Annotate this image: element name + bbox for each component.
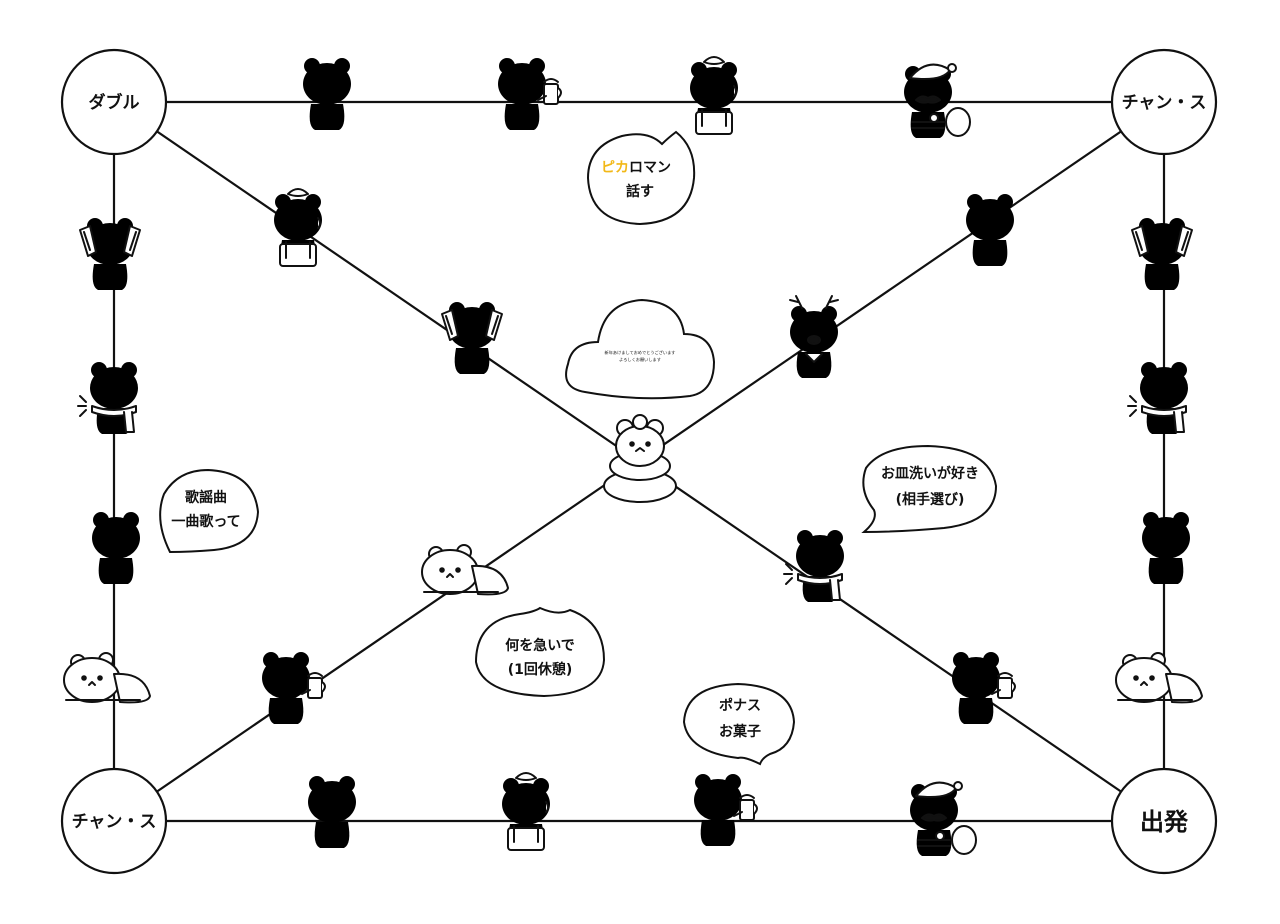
corner-label-top-left: ダブル (89, 92, 140, 113)
bear-beer-icon[interactable] (952, 652, 1015, 730)
corner-label-bottom-right: 出発 (1140, 808, 1189, 836)
corner-node-top-left[interactable]: ダブル (60, 48, 168, 156)
corner-node-top-right[interactable]: チャン・ス (1110, 48, 1218, 156)
corner-node-bottom-right[interactable]: 出発 (1110, 767, 1218, 875)
speech-bubble-bottom[interactable]: ポナス お菓子 (682, 682, 796, 766)
bear-apron-icon[interactable] (274, 189, 322, 272)
bubble-right-line1: お皿洗いが好き (881, 465, 979, 482)
corner-label-bottom-left: チャン・ス (72, 812, 157, 832)
corner-label-top-right: チャン・ス (1122, 93, 1207, 113)
new-year-cloud: 新年あけましておめでとうございます よろしくお願いします (565, 298, 716, 400)
bear-scarf-icon[interactable] (784, 530, 844, 608)
speech-bubble-top[interactable]: ピカロマン 話す (586, 130, 696, 226)
bear-lying-icon[interactable] (421, 544, 509, 596)
cloud-line-2: よろしくお願いします (619, 356, 661, 363)
bubble-center-low-line1: 何を急いで (505, 637, 575, 654)
bubble-bottom-line1: ポナス (719, 697, 761, 714)
bubble-left-line2: 一曲歌って (171, 513, 240, 530)
bear-beer-icon[interactable] (694, 774, 757, 852)
bear-beer-icon[interactable] (498, 58, 561, 136)
speech-bubble-right[interactable]: お皿洗いが好き (相手選び) (861, 444, 998, 534)
bubble-right-line2: (相手選び) (896, 491, 965, 508)
svg-text:ピカロマン: ピカロマン (601, 160, 671, 176)
bear-beer-icon[interactable] (262, 652, 325, 730)
bear-lying-icon[interactable] (1115, 652, 1203, 704)
bear-scarf-icon[interactable] (1128, 362, 1188, 440)
bear-scarf-icon[interactable] (78, 362, 138, 440)
bear-fan-icon[interactable] (1132, 218, 1192, 296)
bear-plain-icon[interactable] (303, 58, 351, 136)
bear-apron-icon[interactable] (690, 57, 738, 140)
bubble-center-low-line2: (1回休憩) (508, 661, 573, 678)
bear-plain-icon[interactable] (1142, 512, 1190, 590)
speech-bubble-center-low[interactable]: 何を急いで (1回休憩) (474, 606, 606, 698)
bubble-top-line1: ロマン (629, 160, 671, 176)
bear-reindeer-icon[interactable] (790, 296, 838, 384)
bubble-top-highlight: ピカ (601, 160, 629, 176)
bubble-bottom-line2: お菓子 (719, 723, 761, 740)
bear-lying-icon[interactable] (63, 652, 151, 704)
cloud-line-1: 新年あけましておめでとうございます (605, 349, 676, 356)
bear-plain-icon[interactable] (308, 776, 356, 854)
bear-fan-icon[interactable] (442, 302, 502, 380)
bubble-top-line2: 話す (626, 183, 654, 200)
bear-fan-icon[interactable] (80, 218, 140, 296)
bear-plain-icon[interactable] (92, 512, 140, 590)
bubble-left-line1: 歌謡曲 (185, 489, 227, 506)
bear-plain-icon[interactable] (966, 194, 1014, 272)
bear-kagamimochi-icon[interactable] (603, 414, 677, 503)
corner-node-bottom-left[interactable]: チャン・ス (60, 767, 168, 875)
speech-bubble-left[interactable]: 歌謡曲 一曲歌って (159, 468, 260, 554)
bear-apron-icon[interactable] (502, 773, 550, 856)
bear-santa-icon[interactable] (904, 64, 970, 144)
